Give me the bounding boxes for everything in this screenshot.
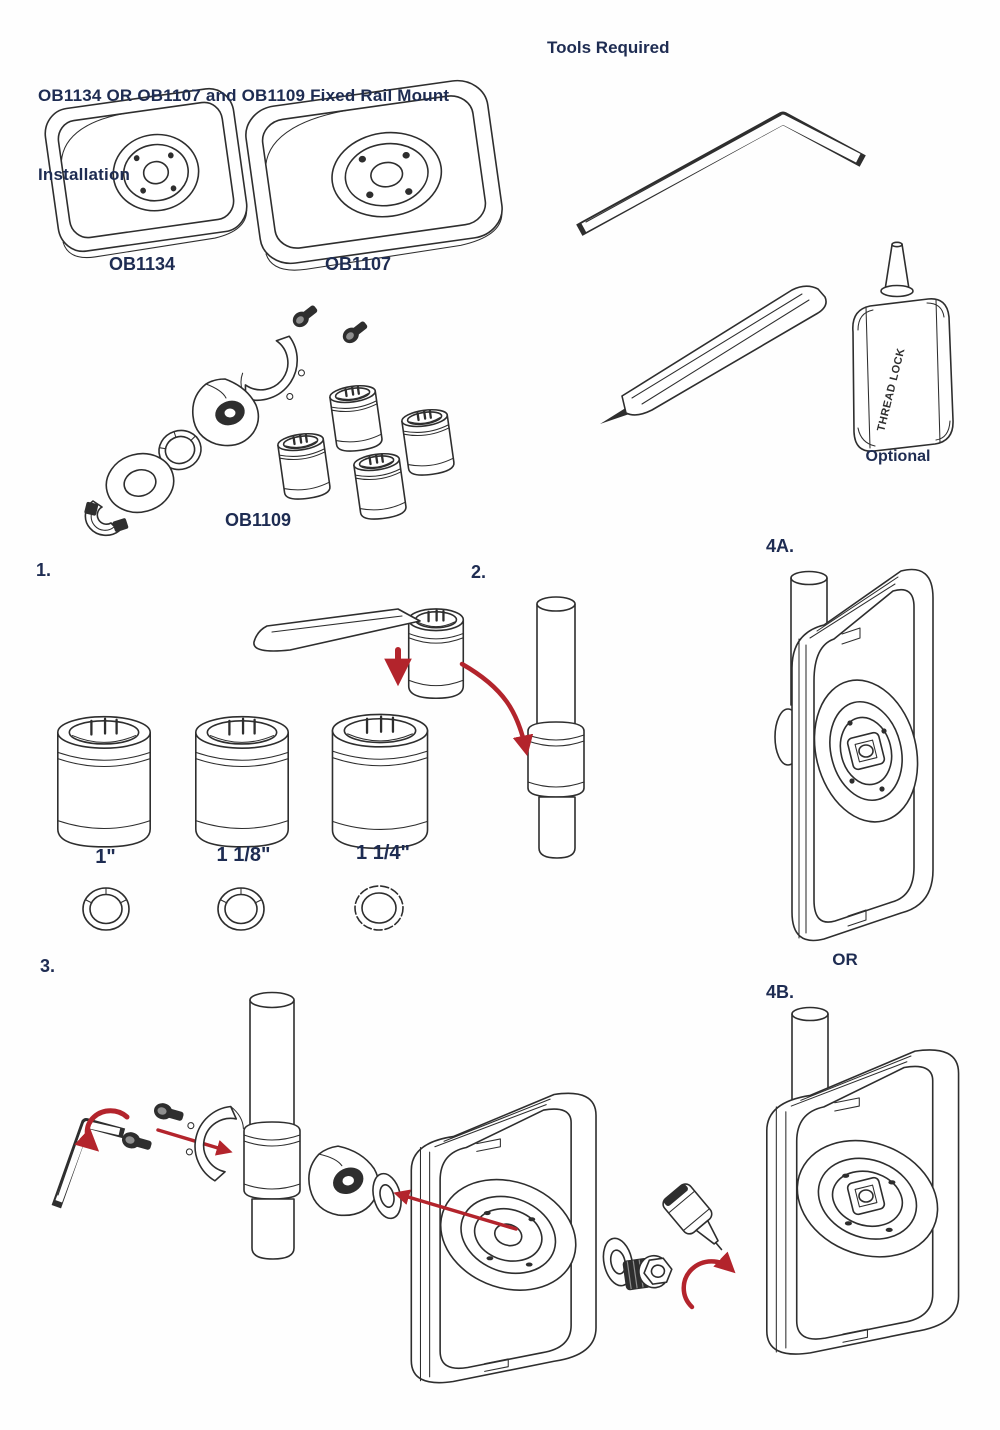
pry-tool-icon bbox=[253, 608, 421, 652]
bushing-icon bbox=[194, 715, 290, 849]
screw-icon bbox=[120, 1130, 154, 1154]
split-ring-icon bbox=[217, 887, 265, 931]
washer-icon bbox=[105, 452, 175, 514]
bushing-icon bbox=[400, 406, 456, 479]
ob1109-exploded-drawing bbox=[83, 301, 456, 537]
clamp-bore-icon bbox=[303, 1140, 384, 1221]
bushing-icon bbox=[328, 382, 384, 455]
step4b-drawing bbox=[765, 1006, 960, 1356]
screw-icon bbox=[339, 317, 371, 347]
label-optional: Optional bbox=[865, 448, 931, 465]
step4b-number: 4B. bbox=[766, 982, 795, 1002]
attach-arrow bbox=[156, 1128, 233, 1156]
rail-nut-icon bbox=[845, 1175, 887, 1217]
step2-number: 2. bbox=[471, 562, 487, 582]
bushing-icon bbox=[276, 430, 332, 503]
step2-drawing bbox=[459, 596, 585, 859]
step1-number: 1. bbox=[36, 560, 52, 580]
label-ob1107: OB1107 bbox=[324, 254, 392, 274]
clamp-shell-icon bbox=[176, 1097, 249, 1186]
label-or: OR bbox=[832, 950, 858, 969]
thread-lock-bottle-icon bbox=[662, 1183, 723, 1251]
bushing-icon bbox=[331, 713, 429, 850]
size-label-1-1-8in: 1 1/8" bbox=[216, 844, 271, 866]
tools-required-heading: Tools Required bbox=[547, 38, 670, 57]
step3-drawing bbox=[51, 991, 736, 1384]
rotate-arrow bbox=[74, 1108, 130, 1152]
hex-wrench-icon bbox=[576, 111, 866, 236]
screw-icon bbox=[152, 1101, 186, 1125]
step1-drawing bbox=[56, 608, 465, 931]
page-title: OB1134 OR OB1107 and OB1109 Fixed Rail M… bbox=[38, 30, 518, 214]
size-label-1in: 1" bbox=[95, 846, 116, 868]
step3-number: 3. bbox=[40, 956, 56, 976]
page-title-line1: OB1134 OR OB1107 and OB1109 Fixed Rail M… bbox=[38, 85, 450, 105]
split-ring-icon bbox=[354, 885, 404, 931]
bushing-icon bbox=[352, 450, 408, 523]
through-bolt-arrow bbox=[393, 1189, 518, 1231]
page-title-line2: Installation bbox=[38, 164, 131, 184]
rail-nut-icon bbox=[845, 730, 887, 772]
bushing-icon bbox=[56, 715, 152, 849]
thread-lock-bottle-icon: THREAD LOCK bbox=[852, 241, 954, 452]
split-ring-icon bbox=[82, 887, 130, 931]
screw-icon bbox=[289, 301, 321, 331]
step4a-number: 4A. bbox=[766, 536, 795, 556]
insert-arrow bbox=[459, 661, 534, 757]
flange-nut-icon bbox=[622, 1254, 673, 1291]
size-label-1-1-4in: 1 1/4" bbox=[356, 842, 410, 864]
label-ob1134: OB1134 bbox=[108, 254, 176, 274]
pry-tool-icon bbox=[600, 285, 827, 424]
label-ob1109: OB1109 bbox=[224, 510, 292, 530]
step4a-drawing bbox=[774, 568, 934, 942]
tighten-arrow bbox=[681, 1251, 736, 1310]
